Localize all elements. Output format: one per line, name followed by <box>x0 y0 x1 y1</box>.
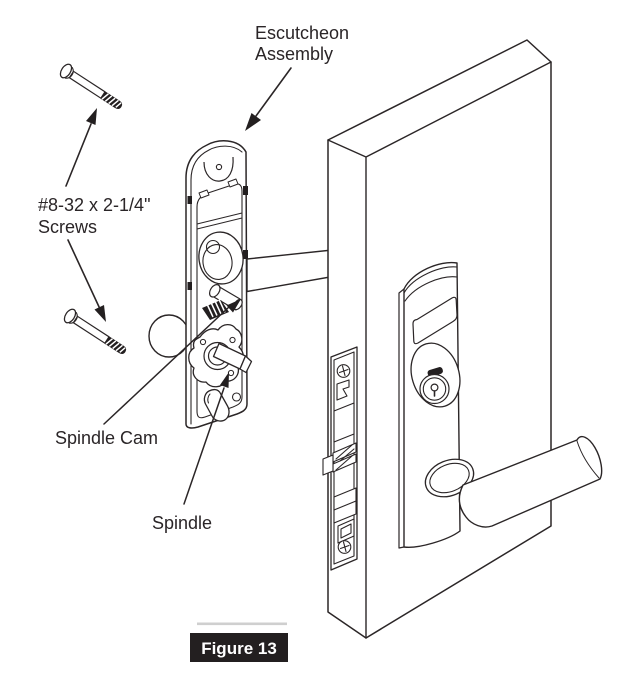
mortise-faceplate <box>322 346 358 571</box>
latch-bolt <box>333 402 355 443</box>
faceplate-screw-top <box>336 364 351 378</box>
screw-bottom-arrow <box>67 239 106 322</box>
escutcheon-assembly-label-line2: Assembly <box>255 44 333 64</box>
escutcheon-side-face <box>398 288 405 549</box>
side-clip <box>243 186 248 195</box>
cylinder-recess <box>198 231 244 285</box>
deadbolt <box>333 487 357 524</box>
mount-post-left <box>198 189 210 199</box>
figure-caption: Figure 13 <box>190 622 288 662</box>
escutcheon-assembly-arrow <box>245 67 292 131</box>
spindle-leader <box>183 372 229 505</box>
side-clip <box>187 282 192 290</box>
auxiliary-latch <box>336 379 350 401</box>
anti-friction-latch <box>322 442 357 476</box>
latch-trigger-tab <box>322 454 334 476</box>
side-clip <box>187 196 192 204</box>
mounting-screw-top <box>57 61 127 114</box>
bottom-post <box>203 388 242 422</box>
part-labels: Escutcheon Assembly #8-32 x 2-1/4" Screw… <box>38 23 349 533</box>
spindle-part <box>212 342 253 374</box>
screw-top-arrow <box>65 108 97 187</box>
plate-thickness-line <box>190 145 243 425</box>
side-clip <box>243 250 248 259</box>
leader-arrows <box>65 67 292 505</box>
exterior-lever-handle <box>424 435 603 528</box>
door <box>322 39 603 639</box>
key-cylinder <box>410 342 461 408</box>
caption-text: Figure 13 <box>201 639 277 658</box>
door-inner-edges <box>327 61 552 639</box>
mount-post-right <box>227 178 239 188</box>
notch-hole <box>215 163 223 171</box>
caption-box <box>190 633 288 662</box>
faceplate-screw-bottom <box>337 540 352 554</box>
lower-latch-piece <box>337 518 355 544</box>
spindle-cam-leader <box>103 299 241 425</box>
spindle-label: Spindle <box>152 513 212 533</box>
exterior-escutcheon <box>398 261 603 549</box>
screws-label-line2: Screws <box>38 217 97 237</box>
screws-label-line1: #8-32 x 2-1/4" <box>38 195 150 215</box>
spring <box>202 299 229 320</box>
escutcheon-assembly-label-line1: Escutcheon <box>255 23 349 43</box>
mounting-screw-bottom <box>61 306 131 359</box>
interior-escutcheon-assembly <box>185 140 353 429</box>
card-reader-window <box>412 296 458 345</box>
caption-shadow-line <box>197 622 287 626</box>
panel-seam-lines <box>196 212 243 230</box>
spindle-cam-label: Spindle Cam <box>55 428 158 448</box>
